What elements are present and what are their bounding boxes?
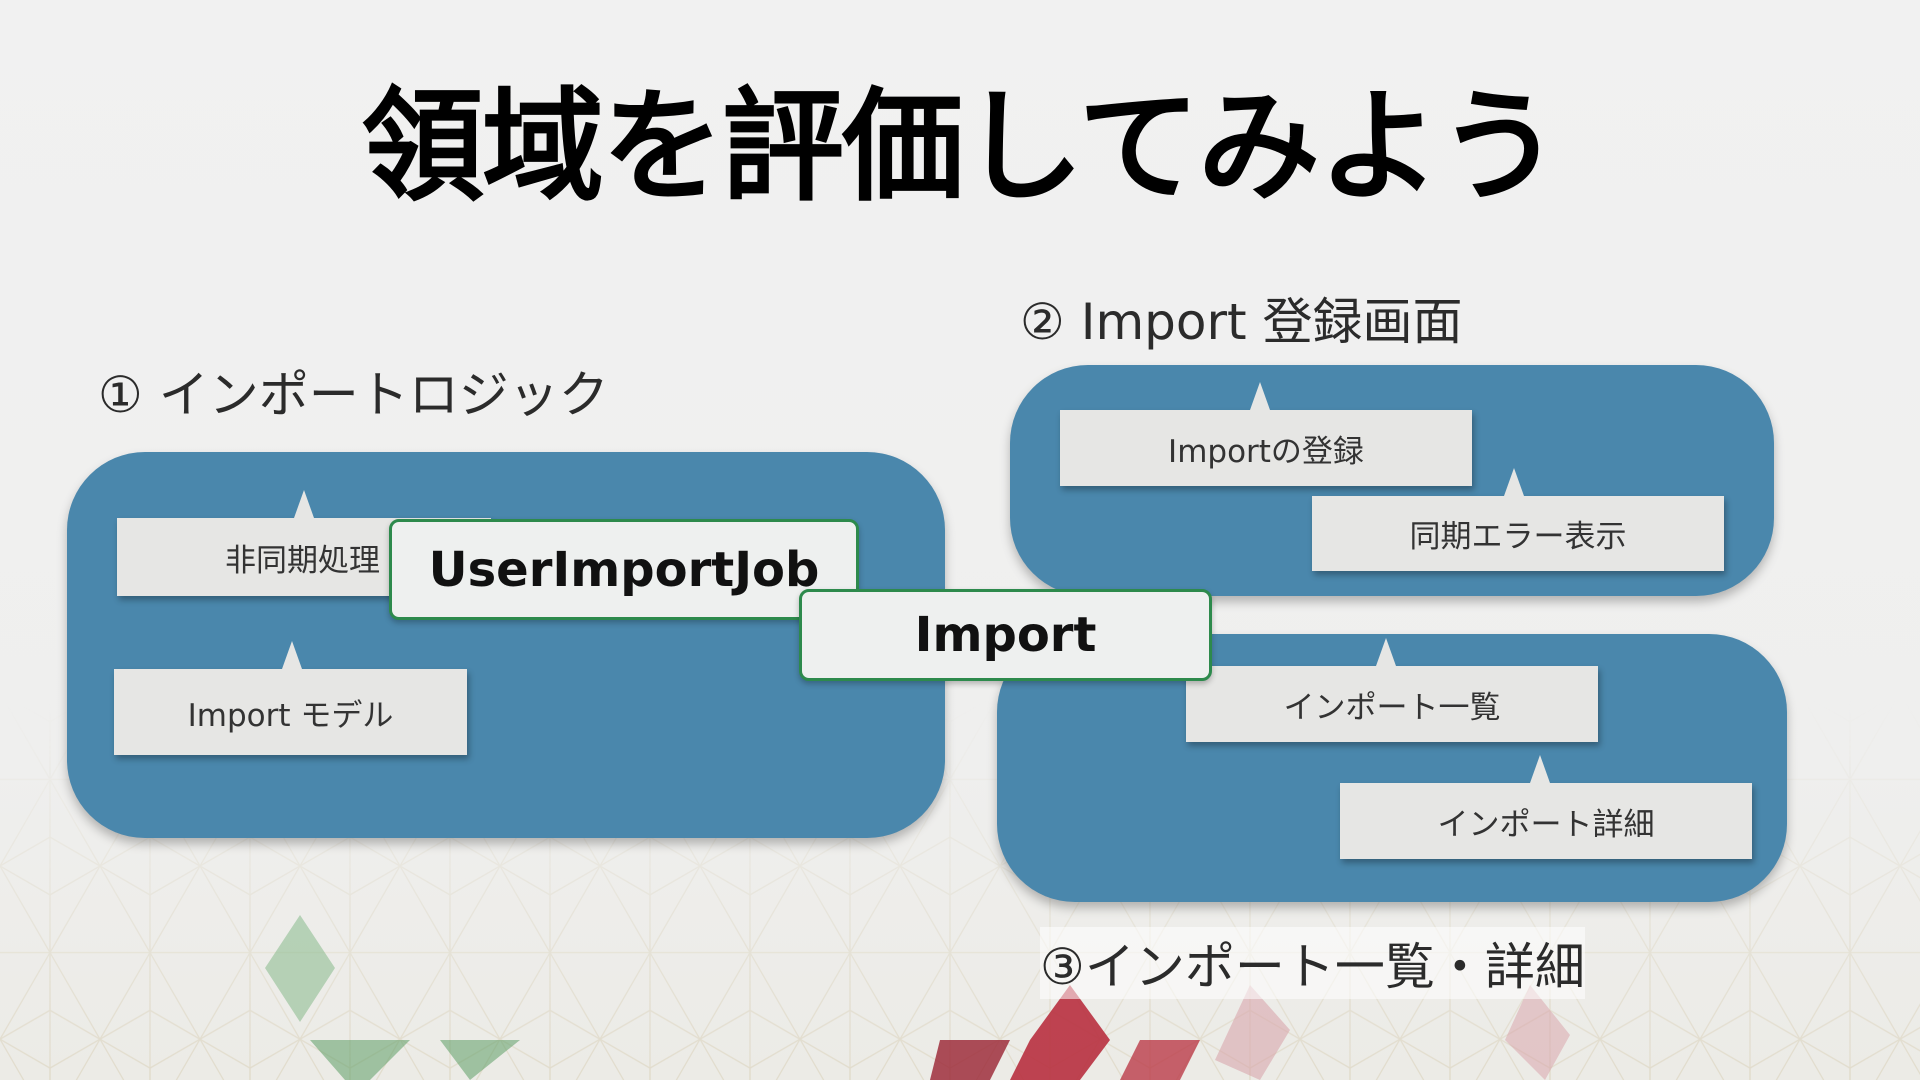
domain-panel-import-logic	[67, 452, 945, 838]
note-import-list-label: インポート一覧	[1283, 689, 1501, 726]
note-import-model: Import モデル	[114, 641, 467, 755]
note-import-detail: インポート詳細	[1340, 755, 1752, 859]
note-import-list: インポート一覧	[1186, 638, 1598, 742]
domain-label-import-list-detail: ③インポート一覧・詳細	[1040, 927, 1585, 999]
green-leaf-decoration	[265, 915, 520, 1080]
note-import-registration-label: Importの登録	[1168, 433, 1364, 470]
note-sync-error-display: 同期エラー表示	[1312, 468, 1724, 571]
domain-label-import-logic: ① インポートロジック	[98, 366, 609, 424]
slide-title: 領域を評価してみよう	[361, 76, 1560, 218]
code-box-user-import-job: UserImportJob	[389, 519, 859, 620]
domain-label-import-registration: ② Import 登録画面	[1020, 293, 1463, 351]
note-import-registration: Importの登録	[1060, 382, 1472, 486]
note-import-detail-label: インポート詳細	[1437, 806, 1655, 843]
note-sync-error-display-label: 同期エラー表示	[1409, 519, 1627, 555]
note-async-processing-label: 非同期処理	[225, 542, 380, 579]
note-import-model-label: Import モデル	[187, 697, 394, 734]
code-box-import: Import	[799, 589, 1212, 681]
red-leaf-decoration	[930, 985, 1570, 1080]
